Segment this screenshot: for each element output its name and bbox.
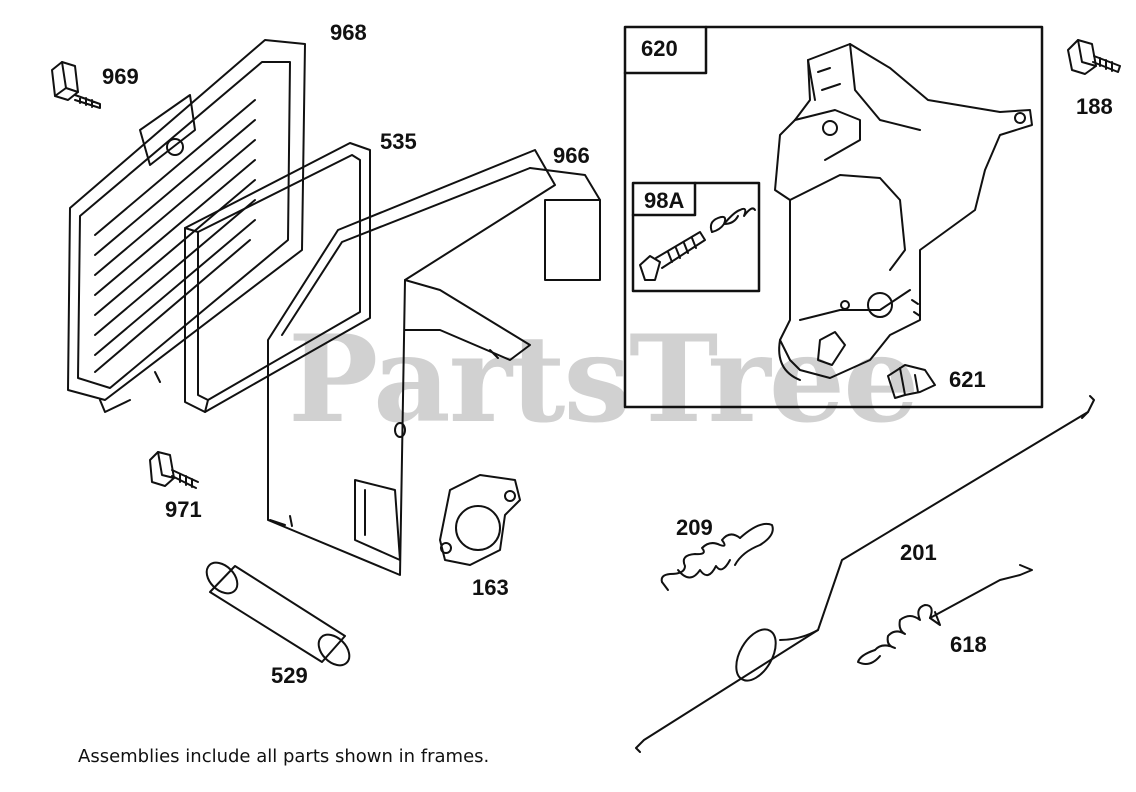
label-969: 969 [102,64,139,89]
label-201: 201 [900,540,937,565]
watermark: PartsTree [288,309,919,450]
part-621-clip [887,364,936,399]
label-621: 621 [949,367,986,392]
part-201-rod [635,395,1095,753]
label-971: 971 [165,497,202,522]
part-535-filter [184,142,371,413]
label-529: 529 [271,663,308,688]
part-98a-screw-spring [639,207,756,281]
label-968: 968 [330,20,367,45]
part-966-cover [267,149,601,576]
label-188: 188 [1076,94,1113,119]
frame-620 [623,25,1044,409]
part-188-bolt [1067,39,1121,75]
frame-620-label: 620 [641,36,678,61]
label-966: 966 [553,143,590,168]
part-620-bracket [774,43,1033,381]
part-969-bolt [51,61,101,109]
frame-98a-label: 98A [644,188,685,213]
part-971-bolt [149,451,199,489]
label-535: 535 [380,129,417,154]
part-209-spring [660,522,774,591]
label-618: 618 [950,632,987,657]
label-209: 209 [676,515,713,540]
assemblies-note: Assemblies include all parts shown in fr… [78,746,490,767]
part-618-spring [857,564,1033,665]
part-968-air-filter-base [67,39,306,413]
part-529-tube [205,561,351,667]
label-163: 163 [472,575,509,600]
part-163-gasket [439,474,521,566]
